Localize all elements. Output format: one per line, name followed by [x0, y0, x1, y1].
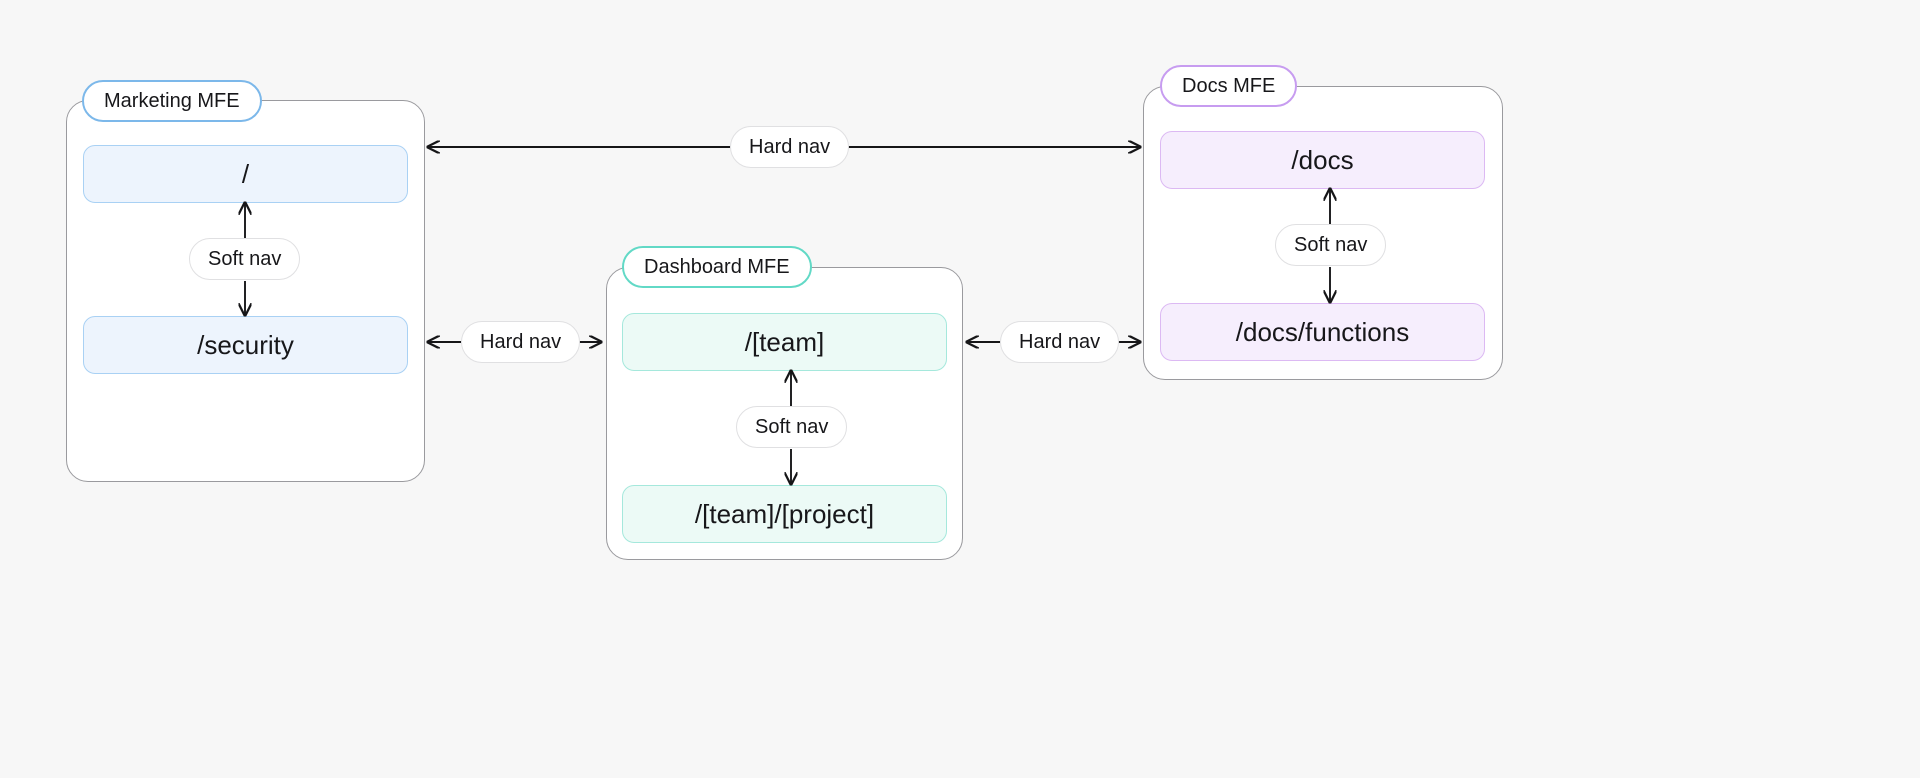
route-box-dashboard-team[interactable]: /[team]	[622, 313, 947, 371]
mfe-label-marketing[interactable]: Marketing MFE	[82, 80, 262, 122]
route-box-docs-root[interactable]: /docs	[1160, 131, 1485, 189]
mfe-label-docs[interactable]: Docs MFE	[1160, 65, 1298, 107]
route-box-docs-functions[interactable]: /docs/functions	[1160, 303, 1485, 361]
route-box-dashboard-team-project[interactable]: /[team]/[project]	[622, 485, 947, 543]
mfe-label-dashboard[interactable]: Dashboard MFE	[622, 246, 812, 288]
route-box-marketing-security[interactable]: /security	[83, 316, 408, 374]
soft-nav-pill-marketing[interactable]: Soft nav	[189, 238, 301, 280]
hard-nav-pill-marketing-dashboard[interactable]: Hard nav	[461, 321, 581, 363]
hard-nav-pill-dashboard-docs[interactable]: Hard nav	[1000, 321, 1120, 363]
hard-nav-pill-marketing-docs[interactable]: Hard nav	[730, 126, 850, 168]
soft-nav-pill-dashboard[interactable]: Soft nav	[736, 406, 848, 448]
route-box-marketing-root[interactable]: /	[83, 145, 408, 203]
soft-nav-pill-docs[interactable]: Soft nav	[1275, 224, 1387, 266]
